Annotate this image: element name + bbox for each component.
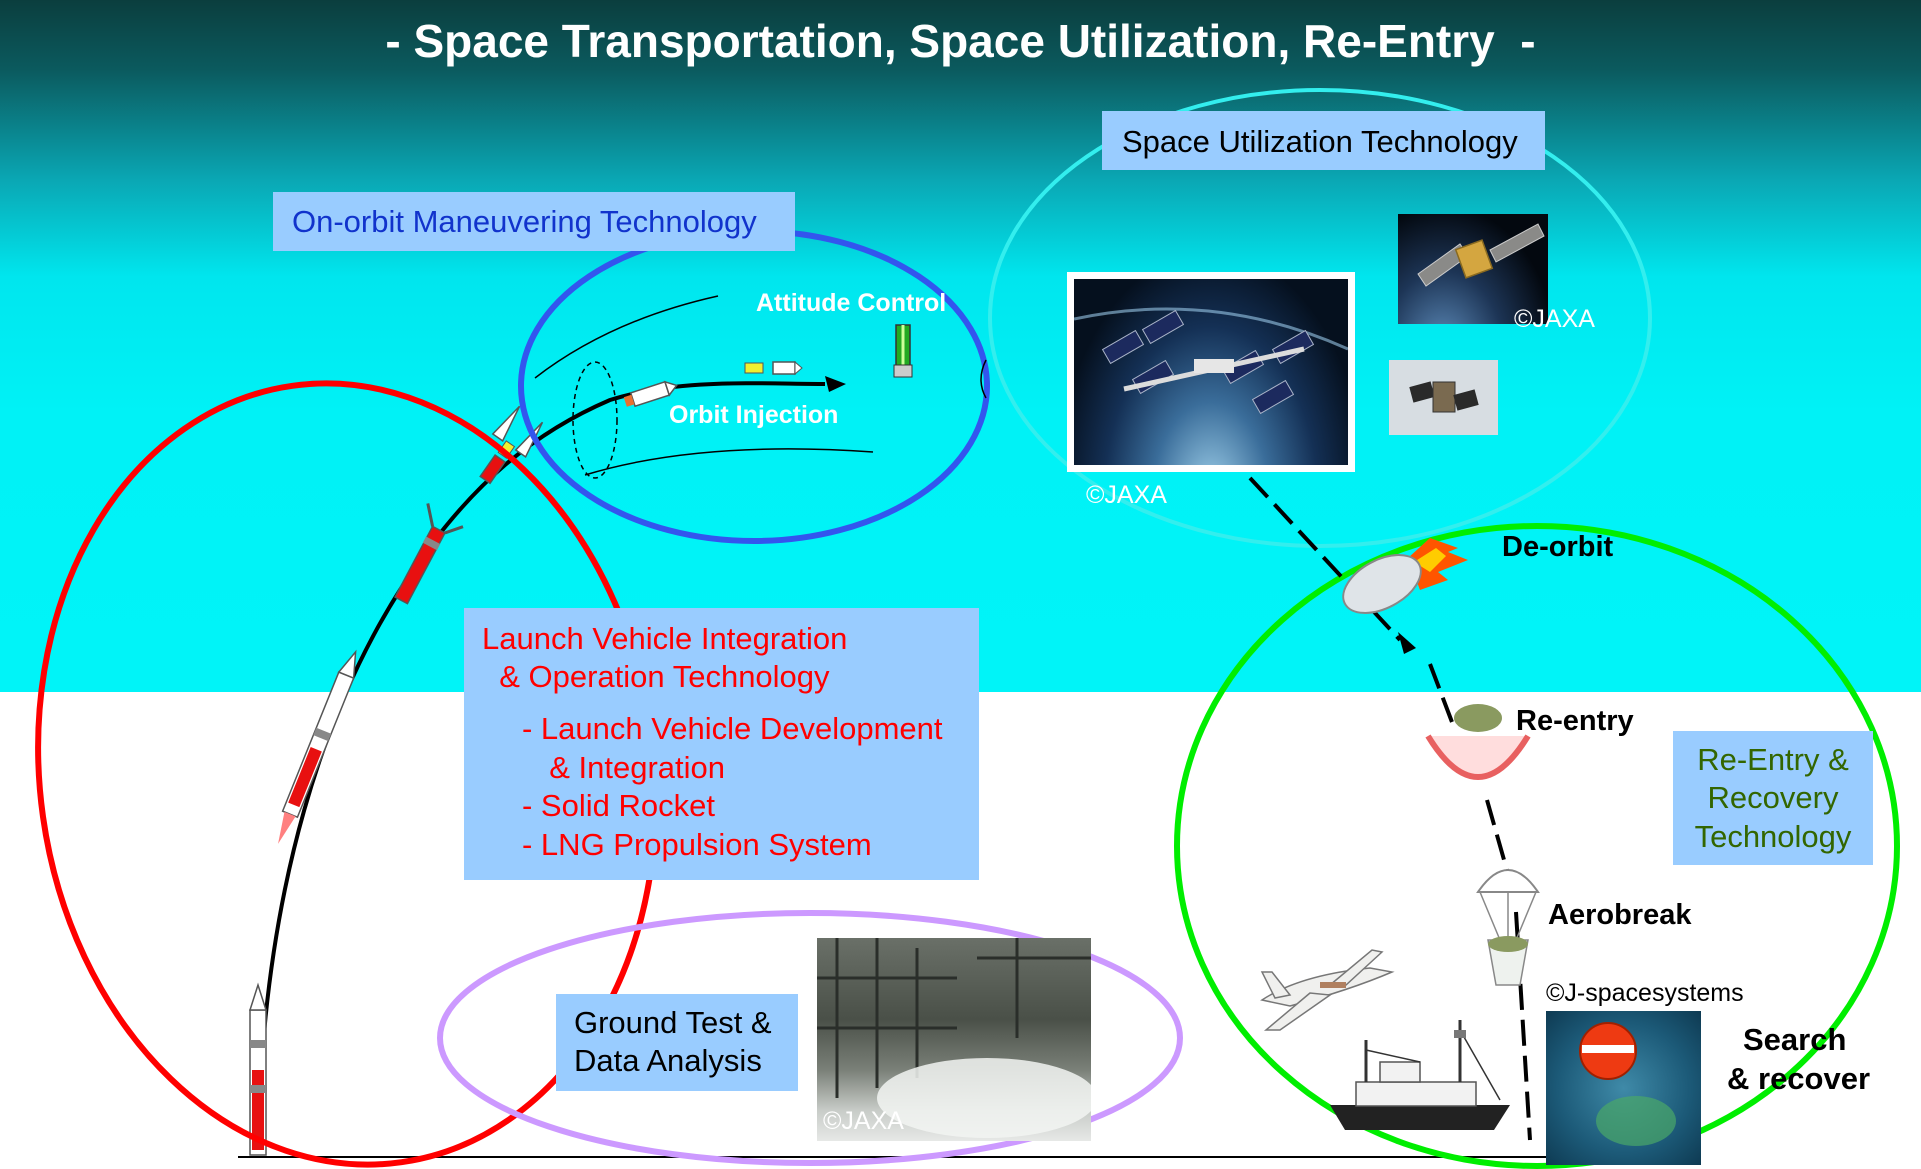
- buoy-graphic: [1579, 1022, 1676, 1146]
- iss-graphic: [1074, 307, 1348, 415]
- on-orbit-maneuvering-text: On-orbit Maneuvering Technology: [292, 204, 757, 239]
- launch-vehicle-item-4: - LNG Propulsion System: [522, 827, 872, 862]
- ground-test-label: Ground Test & Data Analysis: [556, 994, 798, 1091]
- satellite-photo: [1398, 214, 1548, 324]
- rocket-on-pad: [248, 982, 268, 1156]
- reentry-recovery-label: Re-Entry & Recovery Technology: [1673, 731, 1873, 865]
- on-orbit-maneuvering-label: On-orbit Maneuvering Technology: [273, 192, 795, 251]
- orbit-line-lower: [584, 448, 874, 476]
- deorbit-arrowhead: [1398, 632, 1416, 654]
- reentry-recovery-line-3: Technology: [1694, 819, 1852, 854]
- diagram-title: - Space Transportation, Space Utilizatio…: [385, 15, 1536, 67]
- aircraft-icon: [1260, 949, 1395, 1031]
- connector-mark: [980, 359, 987, 399]
- reentry-path: [1428, 663, 1532, 1141]
- credit-iss-photo: ©JAXA: [1086, 481, 1167, 509]
- orbit-plane-ring: [572, 361, 618, 479]
- launch-vehicle-item-2: & Integration: [532, 750, 726, 785]
- recovery-ship-icon: [1330, 1020, 1510, 1130]
- upper-stage: [623, 380, 678, 408]
- deorbit-label: De-orbit: [1502, 531, 1614, 563]
- reentry-capsule-icon: [1425, 704, 1531, 780]
- reentry-recovery-line-2: Recovery: [1707, 780, 1839, 815]
- recovered-buoy-photo: [1546, 1011, 1701, 1165]
- launch-vehicle-heading-2: & Operation Technology: [482, 659, 830, 694]
- iss-earth-photo: [1067, 272, 1355, 472]
- ground-test-line-2: Data Analysis: [574, 1043, 762, 1078]
- orbit-line-upper: [534, 295, 719, 379]
- attitude-control-satellite: [893, 324, 913, 378]
- credit-ground-test-photo: ©JAXA: [823, 1107, 904, 1135]
- reentry-recovery-line-1: Re-Entry &: [1697, 742, 1849, 777]
- trajectory-arrowhead: [825, 376, 846, 392]
- orbit-injection-label: Orbit Injection: [669, 401, 839, 429]
- space-utilization-label: Space Utilization Technology: [1102, 111, 1545, 170]
- test-stand-graphic: [817, 938, 1091, 1138]
- deorbit-capsule-icon: [1342, 538, 1468, 614]
- rocket-ascent-1: [278, 649, 357, 844]
- reentry-ring: [1174, 523, 1900, 1169]
- satellite-graphic: [1417, 223, 1545, 287]
- on-orbit-ring: [518, 228, 990, 544]
- launch-vehicle-item-3: - Solid Rocket: [522, 788, 715, 823]
- reentry-stage-label: Re-entry: [1516, 705, 1634, 737]
- ground-test-photo: [817, 938, 1091, 1141]
- credit-recovery-photo: ©J-spacesystems: [1546, 979, 1744, 1007]
- deorbit-path: [1248, 476, 1402, 642]
- separating-satellites: [744, 360, 803, 376]
- launch-vehicle-heading-1: Launch Vehicle Integration: [482, 621, 848, 656]
- launch-vehicle-item-1: - Launch Vehicle Development: [522, 711, 943, 746]
- space-utilization-ring: [988, 88, 1652, 548]
- rocket-stage-separation: [479, 405, 544, 485]
- cubesat-graphic: [1409, 381, 1479, 413]
- search-recover-label-1: Search: [1743, 1022, 1847, 1057]
- attitude-control-label: Attitude Control: [756, 289, 947, 317]
- credit-satellite-photo: ©JAXA: [1514, 305, 1595, 333]
- ground-test-ring: [437, 910, 1183, 1166]
- rocket-ascent-2: [394, 503, 464, 605]
- sky-background: [0, 0, 1921, 692]
- ground-test-line-1: Ground Test &: [574, 1005, 772, 1040]
- search-recover-label-2: & recover: [1727, 1061, 1871, 1096]
- parachute-icon: [1476, 869, 1540, 986]
- cubesat-photo: [1389, 360, 1498, 435]
- launch-trajectory: [256, 381, 826, 1151]
- launch-vehicle-label: Launch Vehicle Integration & Operation T…: [464, 608, 979, 880]
- space-utilization-text: Space Utilization Technology: [1122, 124, 1518, 159]
- aerobreak-label: Aerobreak: [1548, 899, 1692, 931]
